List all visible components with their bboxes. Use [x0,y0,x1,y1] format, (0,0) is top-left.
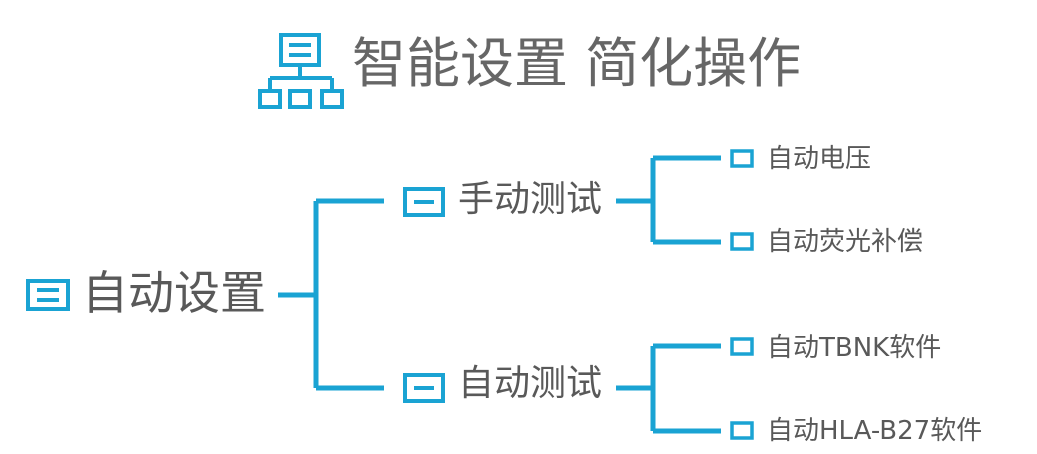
leaf-node-label-1: 自动电压 [767,144,872,174]
branch-node-label-1: 手动测试 [458,179,603,220]
connector-root [278,198,384,391]
root-node-label: 自动设置 [82,266,266,320]
connector-branch-1 [616,155,721,245]
branch-node-label-2: 自动测试 [458,363,603,404]
leaf-node-label-3: 自动TBNK软件 [767,333,942,363]
connector-branch-2 [616,343,721,434]
leaf-node-label-4: 自动HLA-B27软件 [767,416,983,446]
page-title: 智能设置 简化操作 [352,32,802,95]
leaf-node-label-2: 自动荧光补偿 [767,227,924,257]
